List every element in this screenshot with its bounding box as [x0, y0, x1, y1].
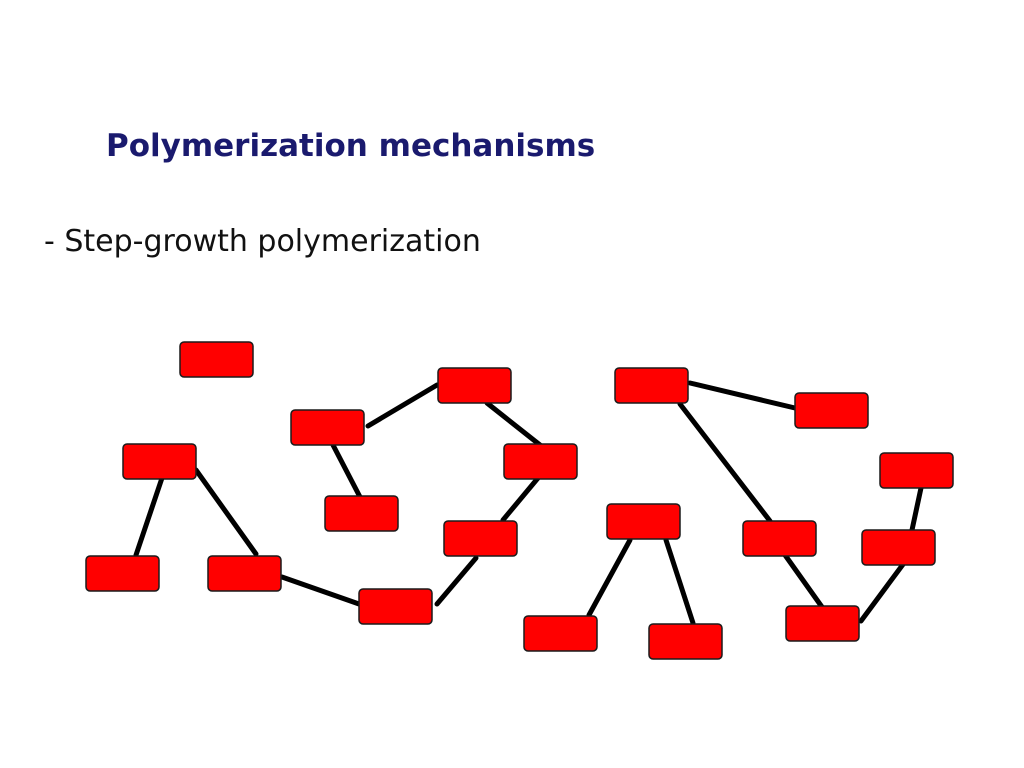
monomer [437, 367, 512, 404]
slide-title: Polymerization mechanisms [106, 128, 596, 164]
monomer [785, 605, 860, 642]
monomers [85, 341, 954, 660]
monomer [794, 392, 869, 429]
monomer [122, 443, 197, 480]
monomer [523, 615, 598, 652]
bond [330, 442, 363, 500]
bond [782, 552, 825, 610]
bond [365, 382, 440, 429]
bond [484, 400, 543, 448]
monomer [742, 520, 817, 557]
bond [193, 467, 259, 557]
monomer [443, 520, 518, 557]
bullet-step-growth: - Step-growth polymerization [44, 224, 481, 259]
monomer [290, 409, 365, 446]
bond [663, 537, 696, 626]
bond [677, 401, 773, 524]
monomer [85, 555, 160, 592]
bond [279, 574, 362, 607]
bonds [133, 380, 924, 626]
bond [586, 537, 633, 618]
bond [500, 475, 541, 523]
bond [434, 555, 479, 607]
monomer [648, 623, 723, 660]
monomer [861, 529, 936, 566]
monomer [207, 555, 282, 592]
bond [858, 560, 907, 624]
monomer [503, 443, 578, 480]
bond [687, 380, 798, 411]
monomer [606, 503, 681, 540]
bond [133, 475, 165, 558]
monomer [879, 452, 954, 489]
monomer [324, 495, 399, 532]
bond [909, 485, 924, 533]
monomer [179, 341, 254, 378]
monomer [358, 588, 433, 625]
monomer [614, 367, 689, 404]
